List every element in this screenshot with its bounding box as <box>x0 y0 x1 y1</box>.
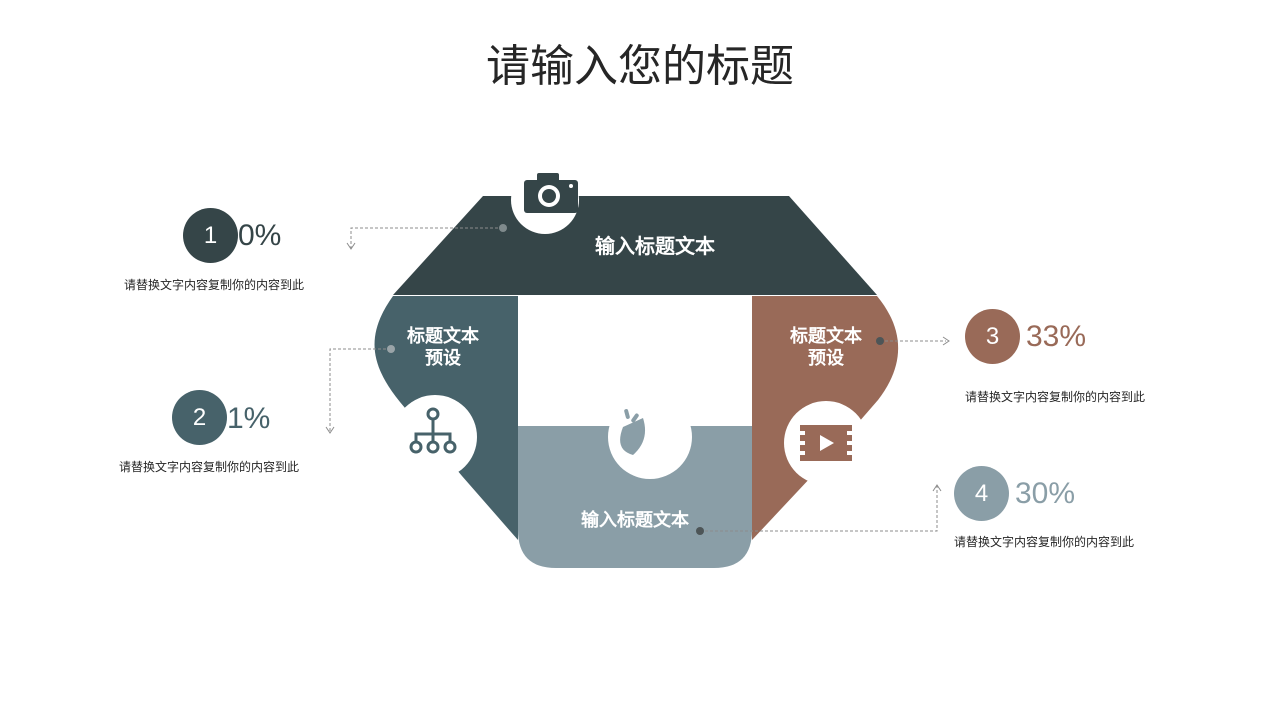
camera-icon <box>524 173 578 213</box>
slide-title: 请输入您的标题 <box>486 41 794 92</box>
segment-left-label: 标题文本 预设 <box>393 326 493 370</box>
item-1-percent: 0% <box>238 219 282 252</box>
hierarchy-icon <box>409 407 457 454</box>
segment-top <box>393 196 877 295</box>
connectors <box>329 227 946 532</box>
segment-right-label: 标题文本 预设 <box>776 326 876 370</box>
item-1-text: 请替换文字内容复制你的内容到此 <box>124 278 305 292</box>
segment-bottom <box>518 426 752 568</box>
item-2-percent: 1% <box>227 402 271 435</box>
segment-top-label: 输入标题文本 <box>595 234 715 258</box>
item-4-text: 请替换文字内容复制你的内容到此 <box>954 535 1135 549</box>
speaker-icon <box>620 409 646 455</box>
label-line: 标题文本 <box>407 326 479 347</box>
item-3-percent: 33% <box>1026 320 1087 353</box>
item-3-badge: 3 <box>965 309 1020 364</box>
item-2-badge: 2 <box>172 390 227 445</box>
segment-bottom-label: 输入标题文本 <box>581 510 689 531</box>
item-4-badge: 4 <box>954 466 1009 521</box>
label-line: 预设 <box>808 348 844 369</box>
label-line: 预设 <box>425 348 461 369</box>
item-1-badge: 1 <box>183 208 238 263</box>
video-icon <box>800 425 852 461</box>
item-4-percent: 30% <box>1015 477 1076 510</box>
item-3-text: 请替换文字内容复制你的内容到此 <box>965 390 1146 404</box>
label-line: 标题文本 <box>790 326 862 347</box>
item-2-text: 请替换文字内容复制你的内容到此 <box>119 460 300 474</box>
